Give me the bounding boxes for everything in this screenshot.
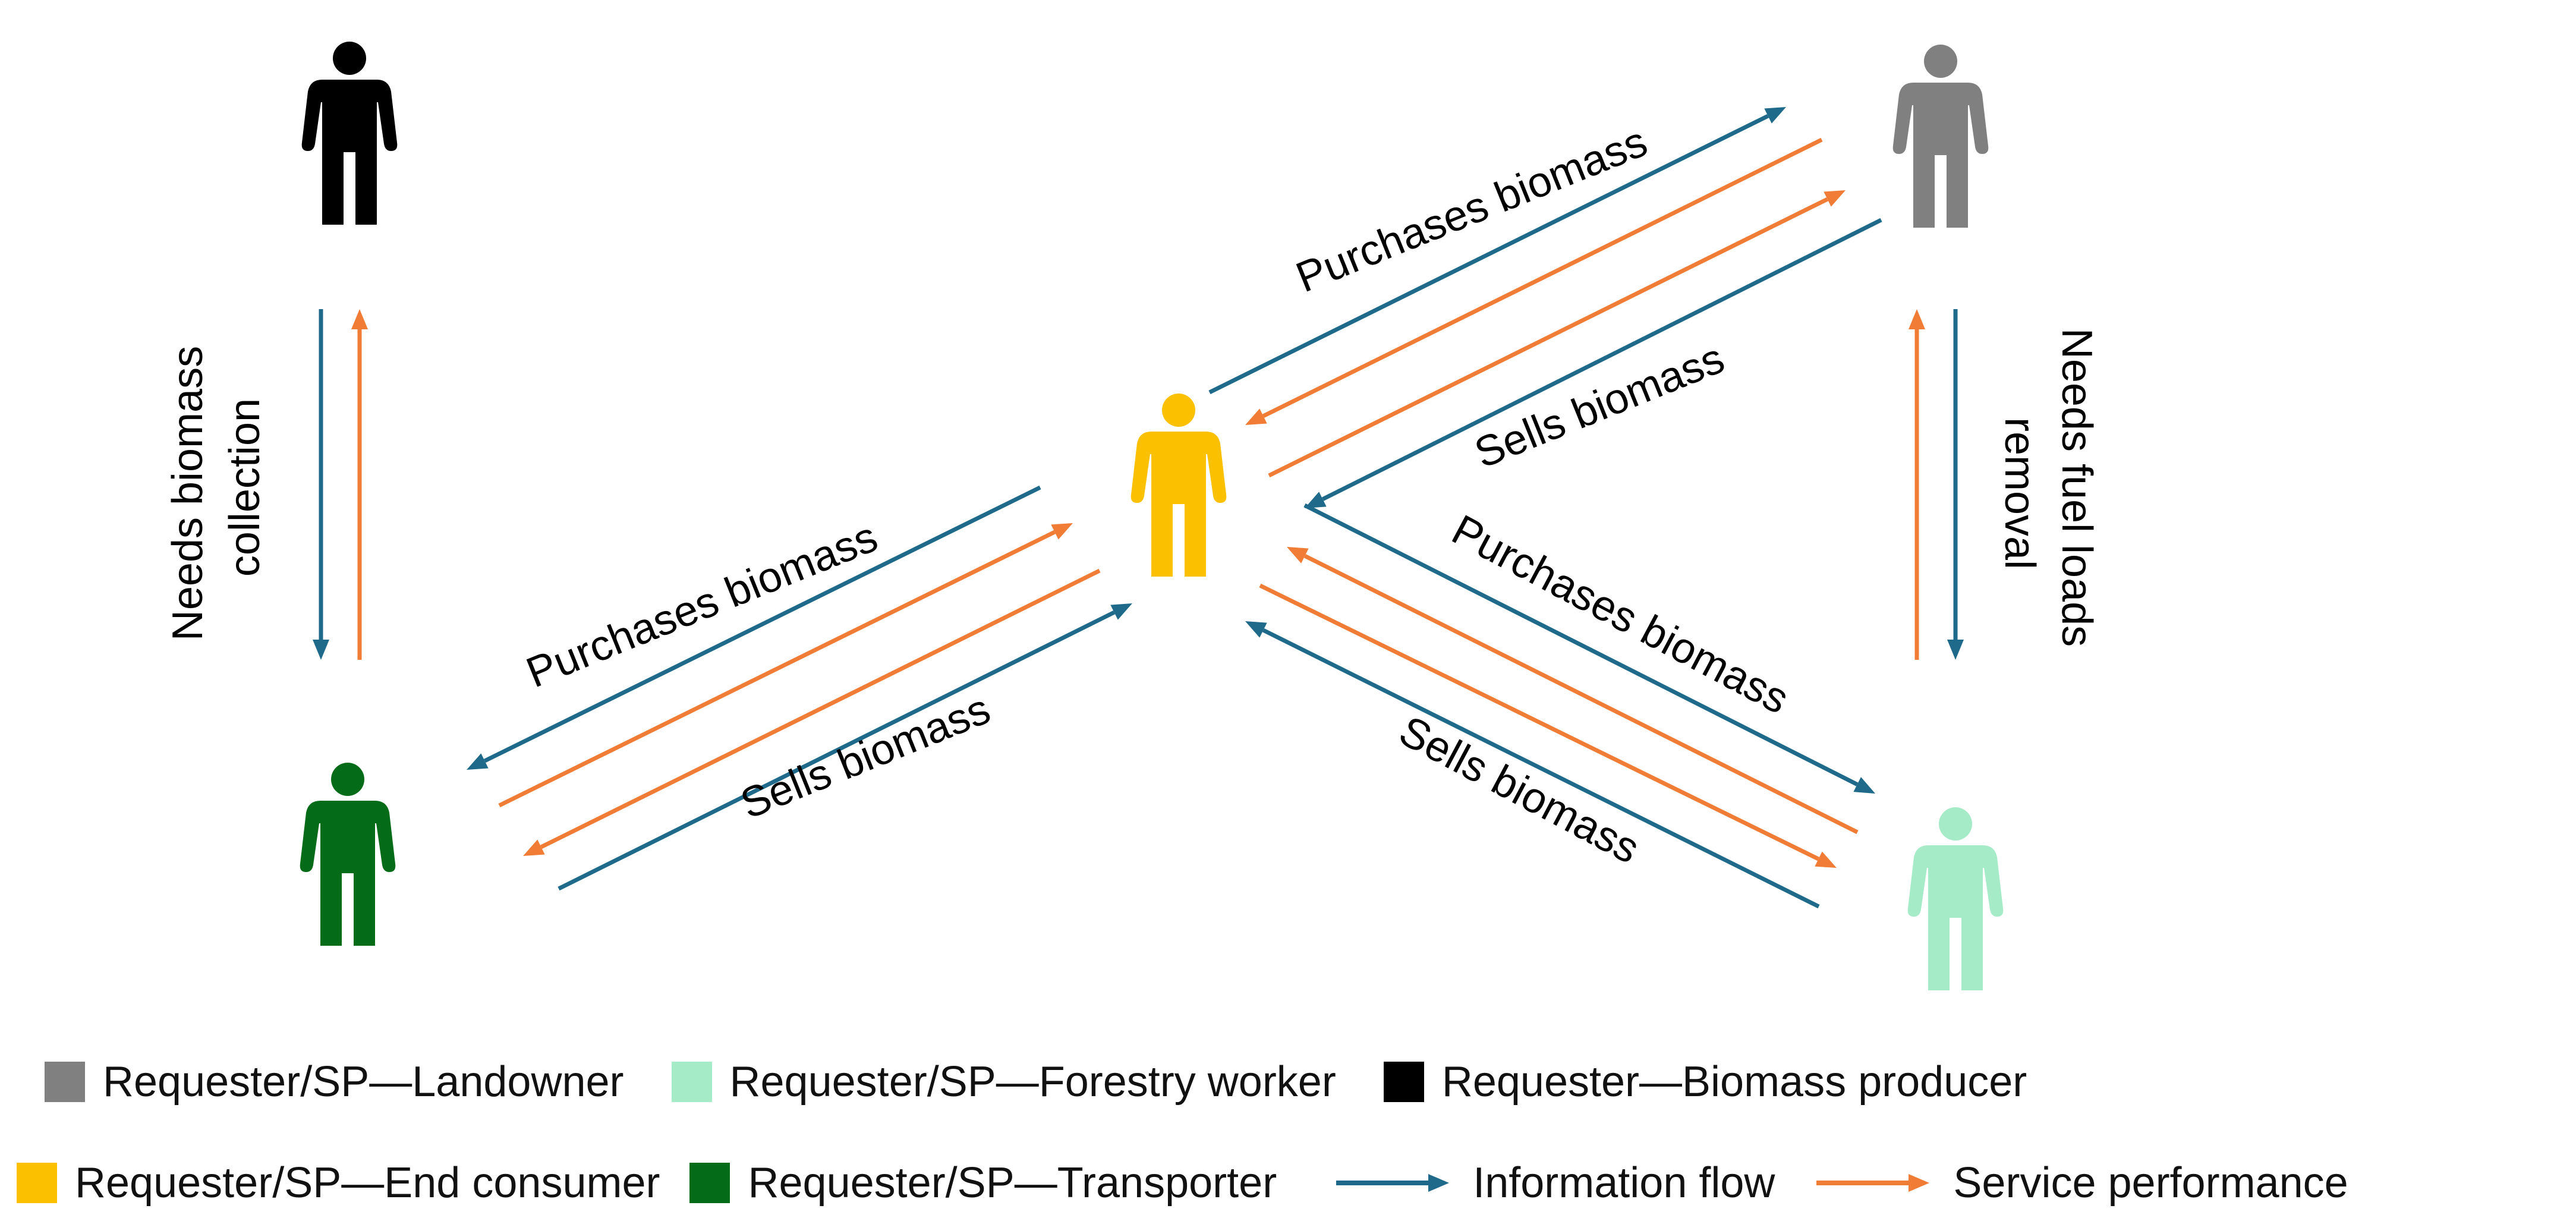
legend-biomass-producer: Requester—Biomass producer	[1383, 1058, 2027, 1106]
legend-landowner-label: Requester/SP—Landowner	[103, 1058, 624, 1106]
label-center-to-forestry: Purchases biomass	[1444, 506, 1796, 723]
legend-forestry-worker-label: Requester/SP—Forestry worker	[729, 1058, 1336, 1106]
information-flow-arrow-icon	[1336, 1174, 1450, 1192]
legend-transporter: Requester/SP—Transporter	[689, 1159, 1277, 1207]
transporter-swatch	[689, 1163, 730, 1203]
service-arrow-transporter-to-center	[498, 523, 1073, 808]
label-center-to-landowner: Purchases biomass	[1290, 118, 1654, 302]
legend-information-flow: Information flow	[1336, 1159, 1775, 1207]
label-needs-biomass-collection: Needs biomass collection	[164, 334, 269, 641]
legend-service-performance: Service performance	[1816, 1159, 2348, 1207]
legend-end-consumer: Requester/SP—End consumer	[17, 1159, 660, 1207]
service-arrow-forestry-to-center	[1287, 547, 1859, 835]
label-needs-fuel-loads-removal: Needs fuel loads removal	[1996, 328, 2101, 659]
info-arrow-transporter-to-center	[558, 603, 1132, 891]
service-arrow-center-to-forestry	[1259, 583, 1837, 868]
info-arrow-center-to-forestry	[1303, 503, 1875, 794]
service-arrow-landowner-to-center	[1245, 137, 1823, 425]
legend-service-performance-label: Service performance	[1953, 1159, 2348, 1207]
legend-row-1: Requester/SP—Landowner Requester/SP—Fore…	[45, 1052, 2051, 1112]
end-consumer-swatch	[17, 1163, 57, 1203]
info-arrow-forestry-to-center	[1245, 621, 1820, 909]
info-arrow-producer-to-transporter	[313, 309, 329, 660]
service-performance-arrow-icon	[1816, 1174, 1930, 1192]
info-arrow-center-to-transporter	[467, 485, 1041, 770]
label-transporter-to-center: Sells biomass	[734, 685, 997, 828]
service-arrow-transporter-to-producer	[351, 309, 368, 660]
legend-end-consumer-label: Requester/SP—End consumer	[75, 1159, 660, 1207]
landowner-figure	[1892, 45, 1989, 228]
biomass-producer-swatch	[1383, 1062, 1424, 1102]
info-arrow-center-to-landowner	[1208, 107, 1786, 395]
service-arrow-center-to-transporter	[523, 568, 1101, 856]
forestry-worker-figure	[1907, 807, 2004, 990]
info-arrow-landowner-to-center	[1305, 218, 1882, 508]
label-center-to-transporter: Purchases biomass	[520, 513, 884, 697]
legend-landowner: Requester/SP—Landowner	[45, 1058, 624, 1106]
info-arrow-landowner-to-forestry	[1947, 309, 1964, 660]
legend-transporter-label: Requester/SP—Transporter	[748, 1159, 1277, 1207]
biomass-producer-figure	[301, 42, 398, 225]
legend-row-2: Requester/SP—End consumer Requester/SP—T…	[17, 1153, 2372, 1213]
service-arrow-forestry-to-landowner	[1909, 309, 1925, 660]
legend-biomass-producer-label: Requester—Biomass producer	[1441, 1058, 2027, 1106]
transporter-figure	[300, 763, 396, 946]
end-consumer-figure	[1130, 394, 1227, 577]
legend-forestry-worker: Requester/SP—Forestry worker	[671, 1058, 1336, 1106]
forestry-worker-swatch	[671, 1062, 712, 1102]
legend-information-flow-label: Information flow	[1473, 1159, 1775, 1207]
service-arrow-center-to-landowner	[1268, 190, 1846, 478]
label-forestry-to-center: Sells biomass	[1391, 707, 1647, 873]
landowner-swatch	[45, 1062, 85, 1102]
